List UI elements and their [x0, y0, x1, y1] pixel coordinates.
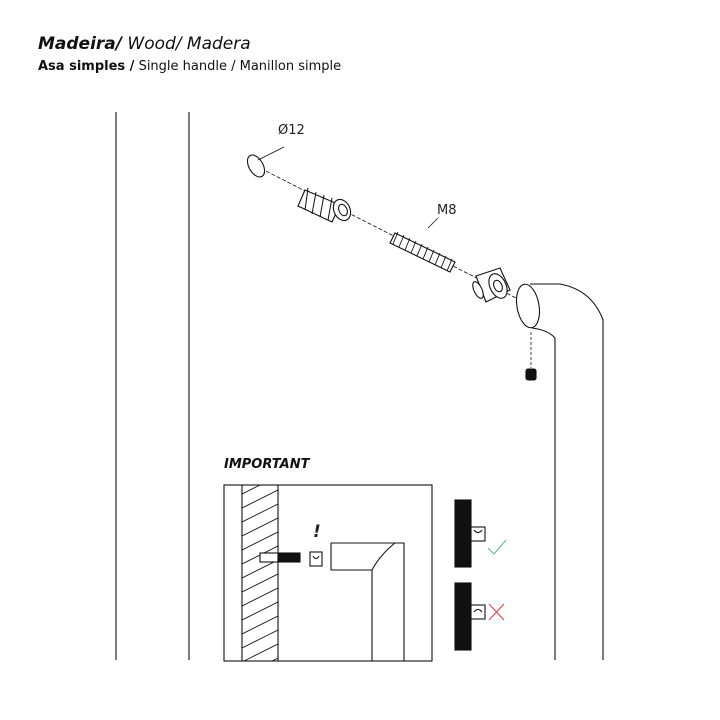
- warning-mark: !: [313, 522, 321, 542]
- subtitle: Asa simples / Single handle / Manillon s…: [38, 59, 342, 74]
- nut-small: [309, 551, 323, 567]
- check-icon: [487, 539, 507, 555]
- assembly-axis: [249, 162, 521, 301]
- handle: [515, 283, 604, 660]
- rod-small: [277, 552, 301, 563]
- incorrect-nut: [470, 604, 486, 620]
- title: Madeira/ Wood/ Madera: [38, 34, 251, 54]
- handle-section: [330, 542, 405, 661]
- wall-section-hatch: [241, 485, 279, 661]
- correct-example-panel: [454, 499, 472, 568]
- cross-icon: [488, 603, 505, 621]
- important-heading: IMPORTANT: [224, 457, 310, 472]
- anchor-small: [259, 552, 279, 563]
- thread-label: M8: [437, 203, 457, 218]
- cover-disc: [246, 154, 266, 178]
- grub-screw: [525, 368, 537, 381]
- important-box: [223, 484, 433, 662]
- correct-nut: [470, 526, 486, 542]
- diameter-label: Ø12: [278, 123, 305, 138]
- wall-anchor: [297, 187, 352, 223]
- leader-line: [257, 146, 285, 161]
- connector-nut: [472, 267, 511, 303]
- incorrect-example-panel: [454, 582, 472, 651]
- threaded-rod-m8: [389, 217, 456, 273]
